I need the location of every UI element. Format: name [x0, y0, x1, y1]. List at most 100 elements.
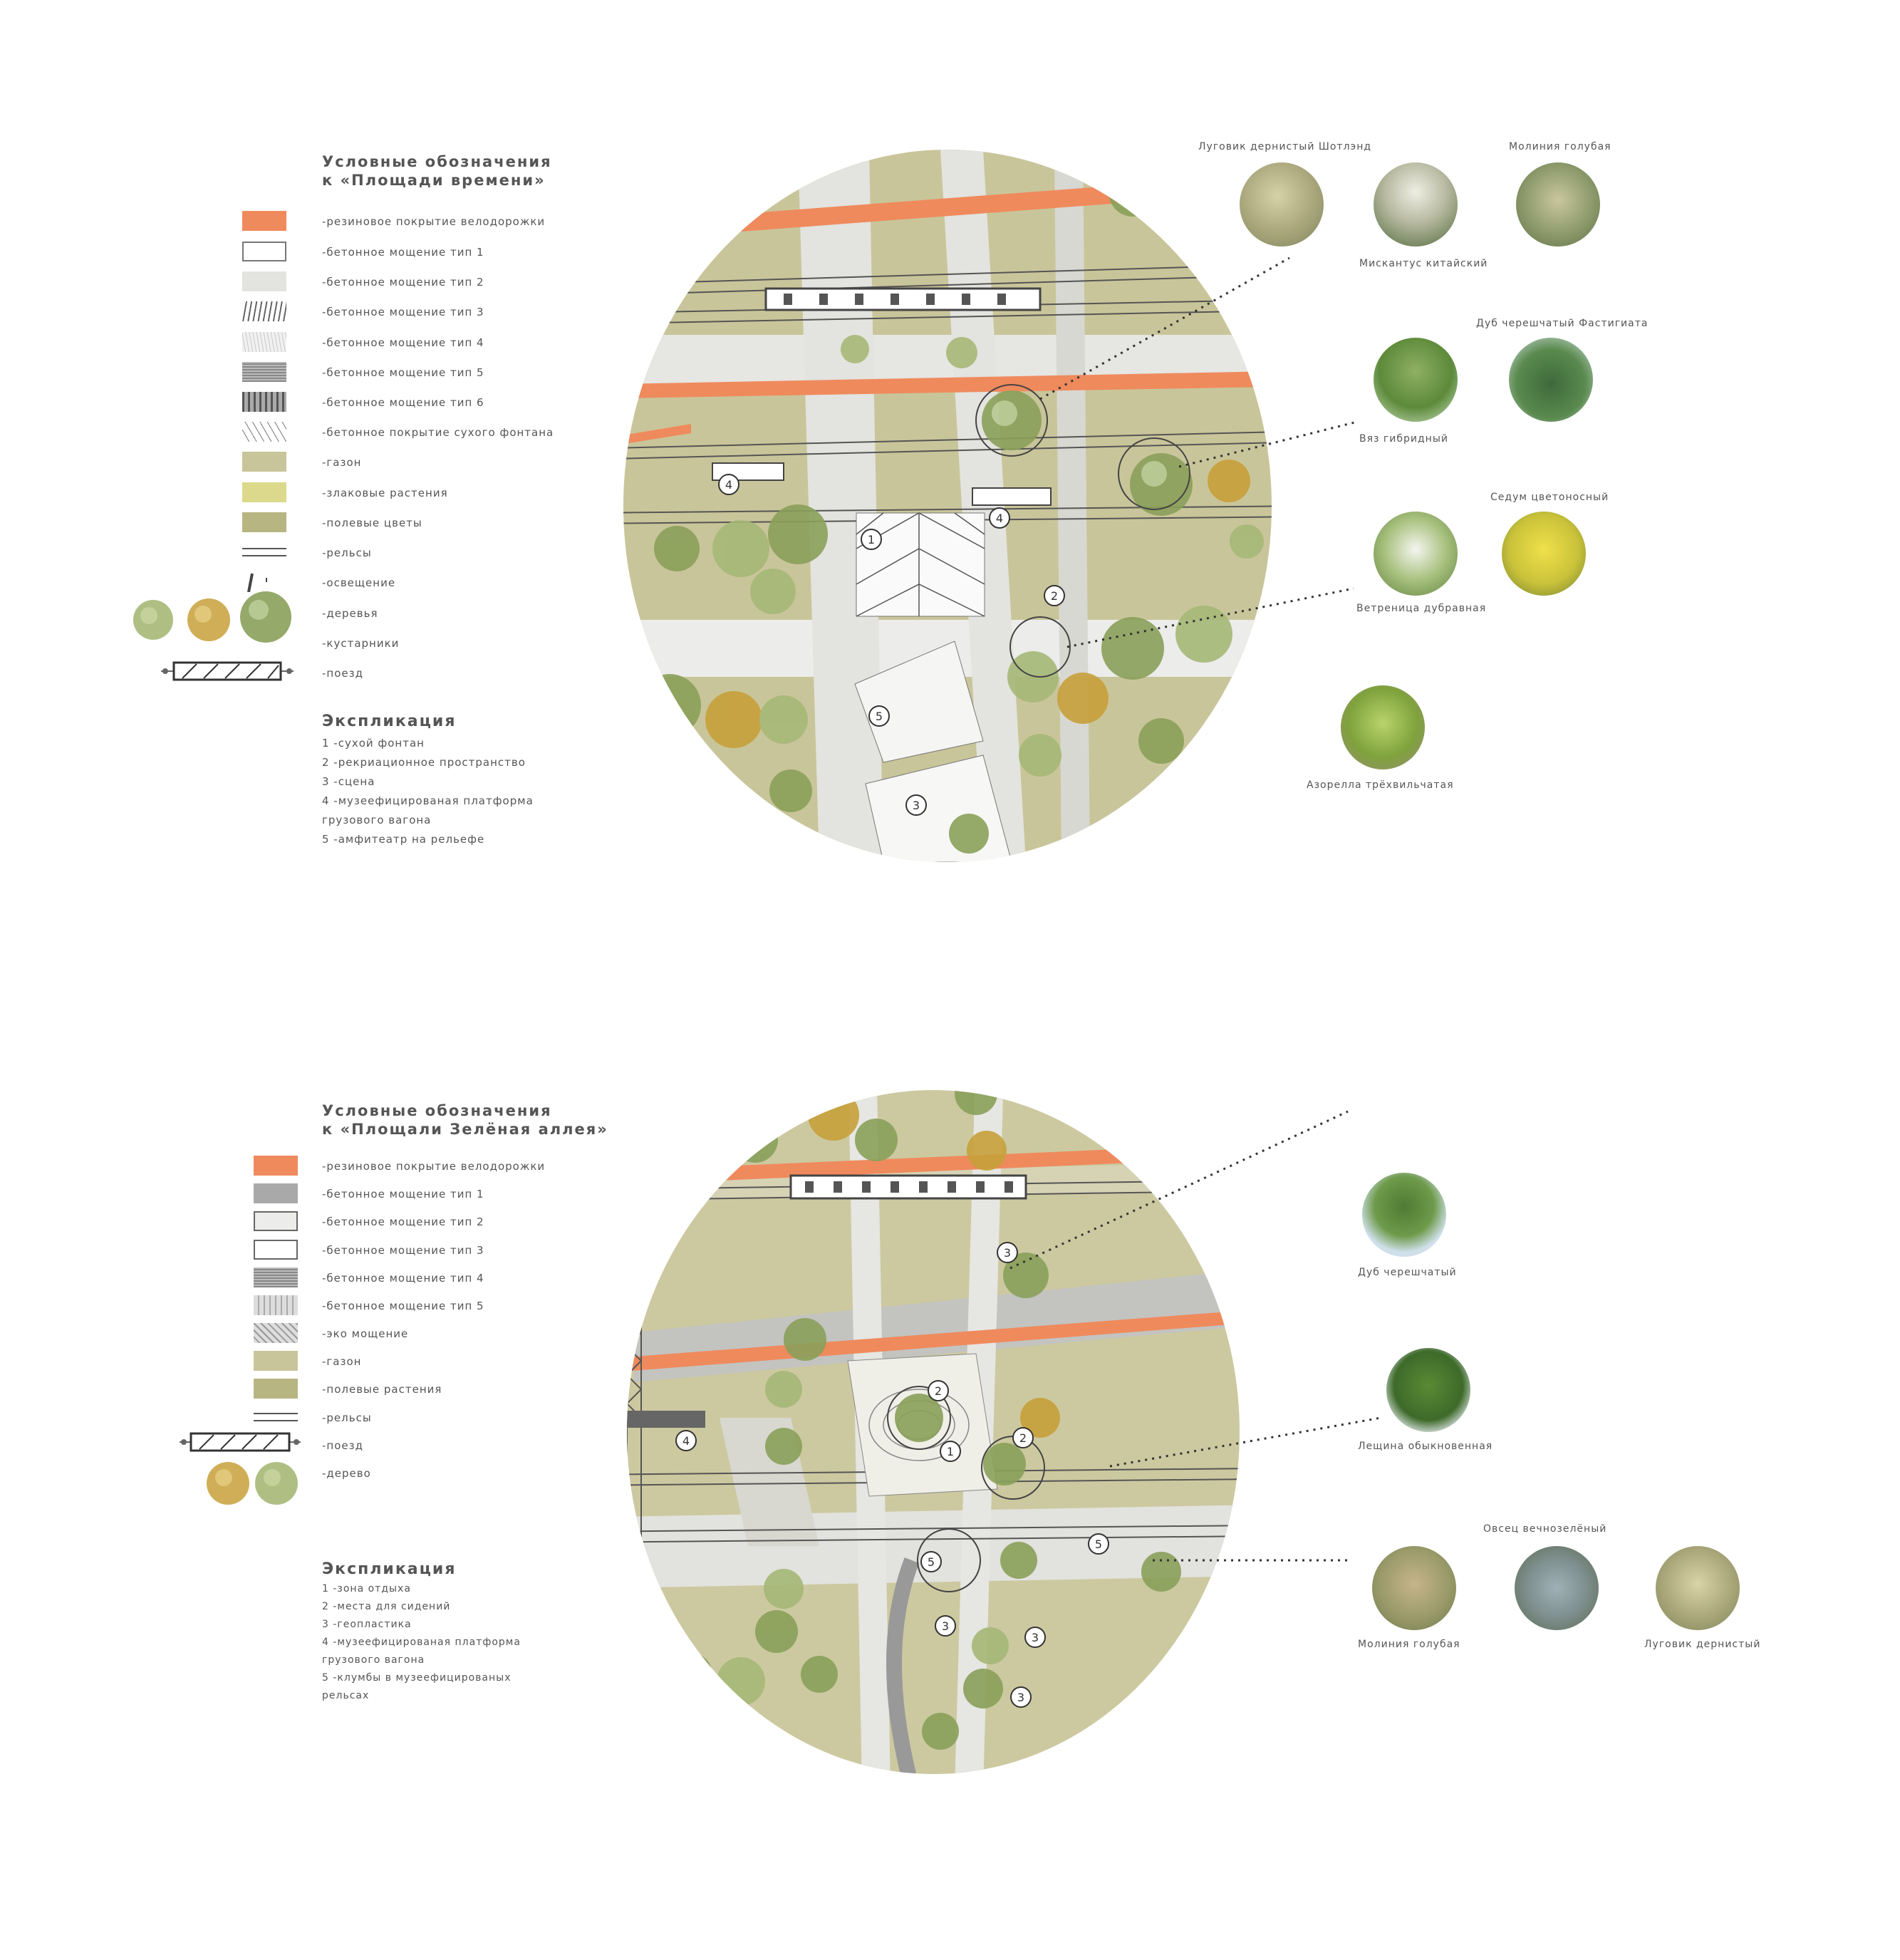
- expl-item: 1 -зона отдыха: [322, 1583, 411, 1595]
- swatch-field-plants: [254, 1379, 298, 1399]
- legend-label: -бетонное мощение тип 2: [322, 276, 484, 289]
- top-callout-lines: [1039, 256, 1358, 648]
- top-legend-title-line2: к «Площади времени»: [322, 172, 546, 189]
- bottom-legend-title: Условные обозначения к «Площали Зелёная …: [322, 1101, 608, 1139]
- top-markers: 1 2 3 4 4 5: [718, 474, 1065, 816]
- expl-item: 4 -музеефицированая платформа: [322, 1637, 521, 1648]
- swatch-eco-paving: [254, 1323, 298, 1343]
- expl-item: рельсах: [322, 1690, 370, 1701]
- train-icon: [161, 661, 294, 681]
- plant-photo: [1372, 1546, 1456, 1630]
- legend-label: -деревья: [322, 607, 378, 620]
- plant-photo: [1374, 338, 1458, 422]
- plant-photo: [1509, 338, 1593, 422]
- plant-photo: [1240, 162, 1324, 247]
- legend-label: -кустарники: [322, 637, 400, 650]
- plant-label: Дуб черешчатый: [1358, 1267, 1457, 1278]
- plant-photo: [1656, 1546, 1740, 1630]
- marker-4: 4: [725, 478, 732, 492]
- marker-1: 1: [947, 1445, 954, 1458]
- plant-photo: [1516, 162, 1600, 247]
- plant-label: Мискантус китайский: [1359, 258, 1488, 269]
- legend-label: -рельсы: [322, 546, 372, 559]
- legend-label: -эко мощение: [322, 1327, 409, 1340]
- marker-2: 2: [1051, 589, 1058, 603]
- plant-label: Молиния голубая: [1509, 141, 1611, 152]
- train-icon: [180, 1432, 301, 1452]
- swatch-dry-fountain: [242, 422, 286, 442]
- marker-4: 4: [996, 512, 1003, 525]
- plant-photo: [1374, 512, 1458, 596]
- swatch-lawn: [242, 452, 286, 472]
- expl-item: грузового вагона: [322, 1654, 425, 1666]
- plant-label: Луговик дернистый: [1644, 1639, 1761, 1650]
- rail-icon: [242, 542, 286, 562]
- marker-5: 5: [876, 710, 883, 723]
- swatch-paving-1: [254, 1183, 298, 1203]
- expl-item: 5 -амфитеатр на рельефе: [322, 833, 485, 846]
- legend-label: -поезд: [322, 1439, 363, 1452]
- marker-2: 2: [1019, 1431, 1027, 1445]
- legend-label: -бетонное мощение тип 4: [322, 336, 484, 349]
- expl-item: 1 -сухой фонтан: [322, 737, 425, 750]
- swatch-bike-path: [242, 211, 286, 231]
- plant-label: Азорелла трёхвильчатая: [1307, 779, 1454, 791]
- plant-label: Вяз гибридный: [1359, 433, 1448, 445]
- swatch-paving-4: [254, 1267, 298, 1287]
- bottom-callout-lines: [1009, 1110, 1381, 1562]
- marker-4: 4: [682, 1434, 690, 1448]
- plant-photo: [1515, 1546, 1599, 1630]
- expl-item: 3 -геопластика: [322, 1619, 412, 1630]
- legend-label: -полевые растения: [322, 1383, 442, 1396]
- swatch-bike-path: [254, 1156, 298, 1176]
- swatch-paving-2: [254, 1211, 298, 1231]
- swatch-paving-1: [242, 242, 286, 261]
- lamp-icon: [247, 573, 267, 592]
- marker-3: 3: [1017, 1691, 1024, 1704]
- bottom-legend-title-line2: к «Площали Зелёная аллея»: [322, 1121, 608, 1138]
- plant-photo: [1362, 1173, 1446, 1257]
- legend-label: -дерево: [322, 1467, 371, 1480]
- legend-label: -газон: [322, 456, 362, 469]
- swatch-paving-3: [254, 1240, 298, 1260]
- plant-label: Овсец вечнозелёный: [1483, 1523, 1607, 1535]
- legend-label: -рельсы: [322, 1411, 372, 1424]
- marker-3: 3: [913, 799, 920, 812]
- legend-label: -бетонное покрытие сухого фонтана: [322, 426, 554, 439]
- plant-label: Лещина обыкновенная: [1358, 1441, 1493, 1452]
- legend-label: -бетонное мощение тип 5: [322, 366, 484, 379]
- legend-label: -бетонное мощение тип 1: [322, 246, 484, 259]
- bottom-expl-title: Экспликация: [322, 1560, 457, 1578]
- plant-photo: [1374, 162, 1458, 247]
- tree-symbols: [133, 591, 291, 643]
- swatch-paving-3: [242, 301, 286, 321]
- plant-label: Седум цветоносный: [1490, 492, 1609, 503]
- bottom-markers: 1 2 2 3 3 3 3 4 5 5: [675, 1242, 1109, 1708]
- marker-1: 1: [868, 533, 875, 546]
- legend-label: -бетонное мощение тип 2: [322, 1215, 484, 1228]
- plant-photo: [1341, 685, 1425, 769]
- expl-item: грузового вагона: [322, 814, 432, 826]
- marker-2: 2: [935, 1384, 942, 1398]
- expl-item: 5 -клумбы в музеефицированых: [322, 1672, 512, 1684]
- legend-label: -освещение: [322, 576, 396, 589]
- plant-label: Дуб черешчатый Фастигиата: [1476, 318, 1649, 329]
- legend-label: -резиновое покрытие велодорожки: [322, 1160, 546, 1173]
- bottom-legend-title-line1: Условные обозначения: [322, 1102, 552, 1119]
- swatch-lawn: [254, 1351, 298, 1371]
- swatch-paving-5: [242, 362, 286, 382]
- marker-3: 3: [1004, 1246, 1011, 1260]
- expl-item: 2 -места для сидений: [322, 1601, 451, 1612]
- marker-3: 3: [1032, 1631, 1039, 1644]
- bottom-site-plan: 1 2 2 3 3 3 3 4 5 5: [627, 1090, 1240, 1774]
- top-legend-title: Условные обозначения к «Площади времени»: [322, 152, 552, 190]
- legend-label: -бетонное мощение тип 1: [322, 1188, 484, 1201]
- legend-label: -поезд: [322, 667, 363, 680]
- legend-label: -бетонное мощение тип 6: [322, 396, 484, 409]
- legend-label: -резиновое покрытие велодорожки: [322, 215, 546, 228]
- marker-3: 3: [942, 1619, 949, 1633]
- expl-item: 3 -сцена: [322, 775, 375, 788]
- marker-5: 5: [1095, 1538, 1102, 1551]
- legend-label: -газон: [322, 1355, 362, 1368]
- expl-item: 2 -рекриационное пространство: [322, 756, 526, 769]
